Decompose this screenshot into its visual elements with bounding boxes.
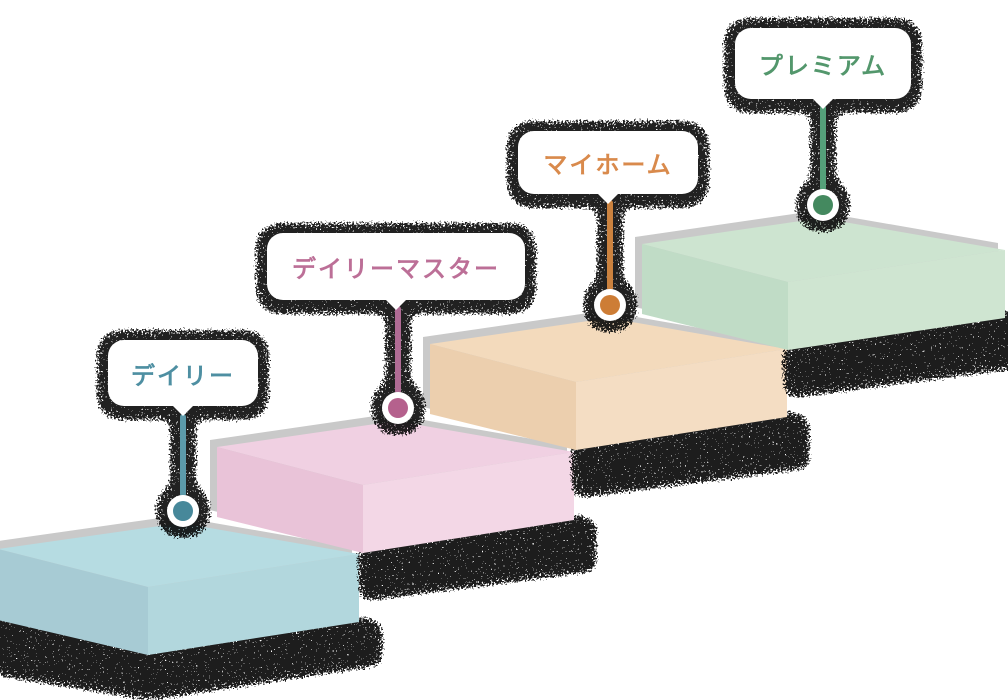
marker-dot-daily-master [388, 398, 408, 418]
callout-daily-master-label: デイリーマスター [292, 255, 500, 283]
step-4-front-left-face [642, 244, 788, 350]
step-2-front-right-face [363, 452, 574, 553]
marker-dot-premium [813, 195, 833, 215]
step-1-front-right-face [148, 554, 359, 655]
callout-daily-label: デイリー [131, 361, 235, 390]
callout-premium-label: プレミアム [758, 52, 888, 80]
callout-daily-master-pointer-icon [385, 299, 407, 310]
step-3-top-face [430, 318, 787, 382]
connector-lines [180, 105, 826, 497]
callout-daily-master: デイリーマスター [267, 233, 525, 310]
step-3-box [430, 318, 787, 450]
callout-daily-pointer-icon [172, 405, 194, 416]
marker-dot-my-home [600, 295, 620, 315]
step-2-shadow [363, 520, 591, 595]
callout-premium: プレミアム [735, 28, 911, 109]
marker-dot-daily [173, 501, 193, 521]
step-3-shadow [576, 417, 804, 492]
step-3-front-right-face [576, 349, 787, 450]
step-1-front-left-face [0, 549, 148, 655]
step-4-front-right-face [788, 250, 1005, 350]
step-1-ground-shadow [0, 617, 377, 694]
step-1-box [0, 523, 359, 655]
callout-daily: デイリー [108, 340, 258, 416]
step-4-top-face [642, 218, 1005, 282]
step-2-box [217, 421, 574, 553]
step-4-box [642, 218, 1005, 350]
step-3-front-left-face [430, 344, 576, 450]
step-2-front-left-face [217, 447, 363, 553]
callout-my-home-label: マイホーム [543, 151, 673, 179]
callout-my-home: マイホーム [518, 131, 698, 204]
pin-markers [167, 189, 839, 527]
step-4-shadow [788, 316, 1008, 392]
step-2-top-face [217, 421, 574, 485]
step-1-top-face [0, 523, 359, 587]
callout-premium-pointer-icon [812, 98, 834, 109]
callout-my-home-pointer-icon [597, 193, 619, 204]
